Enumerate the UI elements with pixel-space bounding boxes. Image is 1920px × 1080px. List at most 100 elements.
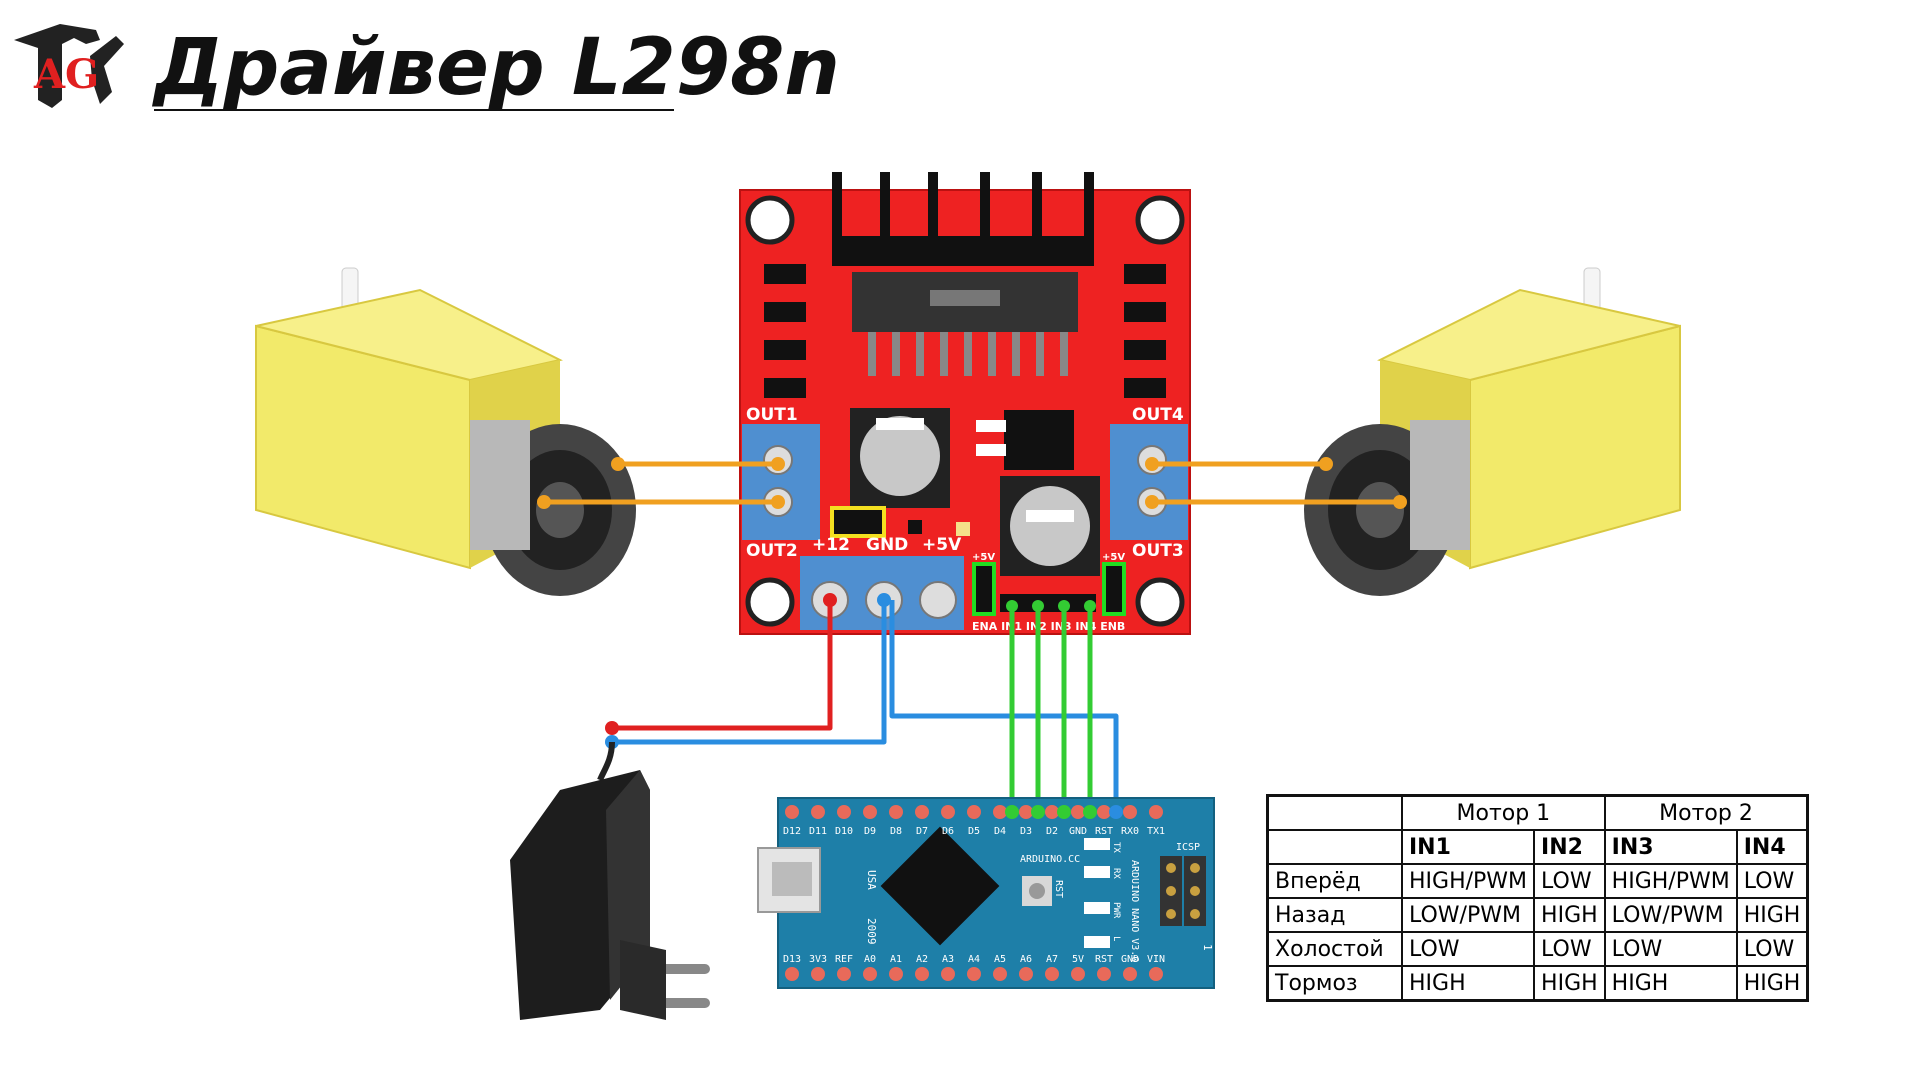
top-pin-label: D11 [809,826,827,837]
group-motor-2: Мотор 2 [1603,794,1809,831]
logo-text: AG [33,51,99,98]
top-pin-label: GND [1069,826,1087,837]
table-row: Вперёд HIGH/PWM LOW HIGH/PWM LOW [1266,863,1809,899]
label-12v: +12 [812,535,850,555]
top-pin-label: D7 [916,826,928,837]
bottom-pin-pad [1071,967,1085,981]
label-signal-pins: ENA IN1 IN2 IN3 IN4 ENB [972,620,1125,633]
table-cell: LOW [1533,863,1606,899]
plug-pin [660,964,710,974]
row-label: Назад [1266,897,1403,933]
label-icsp: ICSP [1176,842,1200,853]
top-pin-pads [785,805,1163,819]
table-cell: HIGH [1735,965,1809,1002]
top-pin-label: D12 [783,826,801,837]
icsp-pins [1166,863,1200,919]
bottom-pin-label: 5V [1072,954,1084,965]
bottom-pin-pad [1045,967,1059,981]
top-pin-pad [863,805,877,819]
top-pin-pad [941,805,955,819]
top-pin-label: D4 [994,826,1006,837]
bottom-pin-pad [837,967,851,981]
bottom-pin-label: A1 [890,954,902,965]
terminal-out12 [742,424,820,540]
top-pin-label: D8 [890,826,902,837]
table-cell: LOW [1603,931,1738,967]
table-row: Назад LOW/PWM HIGH LOW/PWM HIGH [1266,897,1809,933]
label-jumper-5v-right: +5V [1102,552,1125,563]
bottom-pin-label: RST [1095,954,1113,965]
jumper-12v [830,506,886,538]
table-cell: LOW/PWM [1400,897,1536,933]
bottom-pin-pad [915,967,929,981]
l298n-board: OUT1 OUT2 OUT4 OUT3 +12 GND +5V +5V +5V … [739,172,1191,635]
label-gnd: GND [866,535,908,555]
bottom-pin-pad [889,967,903,981]
wire-gnd-adapter [612,600,887,745]
table-cell: HIGH [1603,965,1738,1002]
top-pin-pad [785,805,799,819]
label-pin-one: 1 [1201,944,1214,951]
bottom-pin-label: A6 [1020,954,1032,965]
table-cell: HIGH [1735,897,1809,933]
capacitor-right [1010,486,1090,566]
motor-right [1304,267,1681,596]
bottom-pin-pad [863,967,877,981]
top-pin-pad [1071,805,1085,819]
jumper-ena [972,562,996,616]
bottom-pin-label: D13 [783,954,801,965]
label-l: L [1111,936,1121,941]
bottom-pin-pad [811,967,825,981]
voltage-regulator [1004,410,1074,470]
truth-table: Мотор 1 Мотор 2 IN1 IN2 IN3 IN4 Вперёд H… [1266,794,1810,1002]
label-out1: OUT1 [746,405,798,425]
wire-12v [612,600,833,731]
bottom-pin-pad [1123,967,1137,981]
bottom-pin-label: A2 [916,954,928,965]
bottom-pin-label: A3 [942,954,954,965]
bottom-pin-label: A7 [1046,954,1058,965]
bottom-pin-pad [993,967,1007,981]
page-title: Драйвер L298n [151,23,840,113]
table-corner-2 [1266,829,1403,865]
bottom-pin-label: VIN [1147,954,1165,965]
label-tx: TX [1111,842,1121,853]
top-pin-label: TX1 [1147,826,1165,837]
label-rx: RX [1111,868,1121,879]
chip-legs [868,332,1068,376]
label-out4: OUT4 [1132,405,1184,425]
bottom-pin-pad [1149,967,1163,981]
top-pin-pad [915,805,929,819]
label-5v: +5V [922,535,962,555]
motor-left [255,267,636,596]
label-year: 2009 [865,918,878,945]
top-pin-pad [1097,805,1111,819]
label-usa: USA [865,870,878,890]
wire-gnd-arduino [889,600,1119,812]
mount-hole [1135,195,1185,245]
table-cell: LOW [1400,931,1536,967]
top-pin-pad [837,805,851,819]
table-cell: HIGH/PWM [1400,863,1536,899]
diodes [764,264,1166,398]
heatsink [832,172,1094,266]
bottom-pin-label: 3V3 [809,954,827,965]
top-pin-label: D2 [1046,826,1058,837]
group-motor-1: Мотор 1 [1401,794,1606,831]
table-row: Тормоз HIGH HIGH HIGH HIGH [1266,965,1809,1002]
table-cell: HIGH [1533,897,1606,933]
top-pin-pad [889,805,903,819]
bottom-pin-pads [785,967,1163,981]
top-pin-pad [1019,805,1033,819]
top-pin-label: RST [1095,826,1113,837]
bottom-pin-pad [967,967,981,981]
signal-header [1000,594,1096,612]
bottom-pin-pad [1019,967,1033,981]
table-pin-row: IN1 IN2 IN3 IN4 [1266,829,1809,865]
top-pin-pad [993,805,1007,819]
row-label: Тормоз [1266,965,1403,1002]
bottom-pin-pad [941,967,955,981]
pin-in2: IN2 [1533,829,1606,865]
label-model: ARDUINO.CC [1020,854,1080,865]
